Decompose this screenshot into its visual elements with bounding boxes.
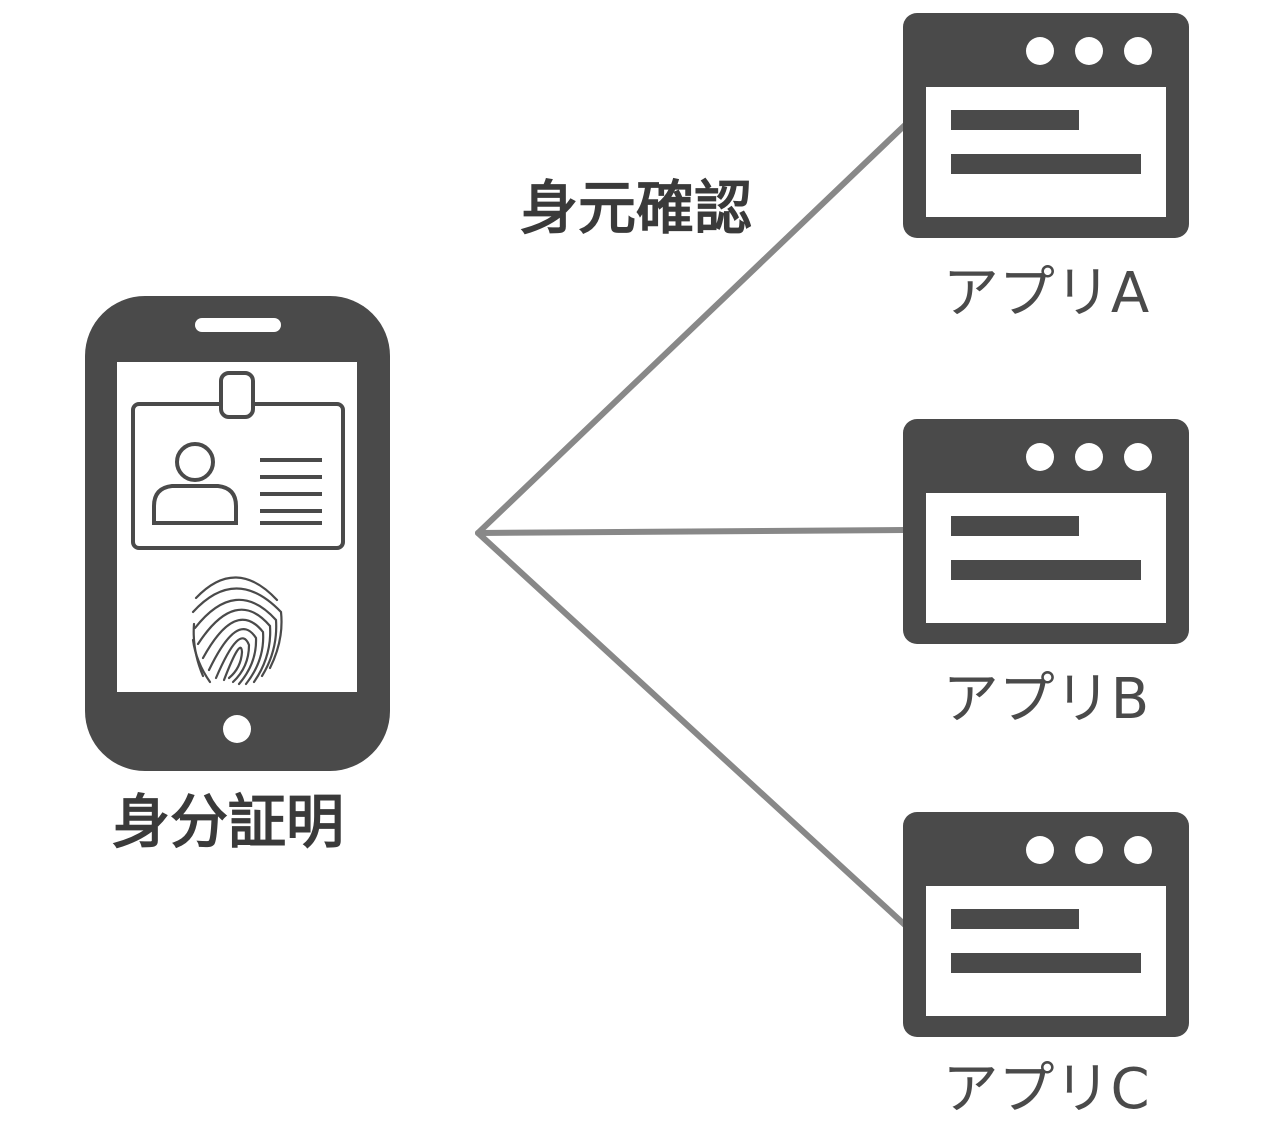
connector-line-app-c bbox=[475, 530, 908, 928]
app-c-label: アプリC bbox=[942, 1057, 1149, 1122]
app-a-label: アプリA bbox=[943, 261, 1149, 326]
app-b-window: アプリB bbox=[903, 419, 1189, 732]
smartphone-icon bbox=[85, 296, 390, 771]
person-icon bbox=[152, 442, 238, 525]
app-c-window: アプリC bbox=[903, 812, 1189, 1122]
app-b-label: アプリB bbox=[943, 667, 1149, 732]
phone-label: 身分証明 bbox=[112, 788, 344, 856]
browser-window-icon bbox=[903, 419, 1189, 644]
connector-lines bbox=[475, 122, 908, 928]
connector-line-app-b bbox=[475, 527, 908, 536]
app-a-window: アプリA bbox=[903, 13, 1189, 326]
connector-line-app-a bbox=[475, 122, 908, 536]
browser-window-icon bbox=[903, 13, 1189, 238]
id-card-icon bbox=[131, 371, 345, 550]
connection-label: 身元確認 bbox=[520, 174, 752, 242]
fingerprint-icon bbox=[191, 576, 283, 686]
browser-window-icon bbox=[903, 812, 1189, 1037]
id-card-text-lines bbox=[260, 458, 322, 525]
